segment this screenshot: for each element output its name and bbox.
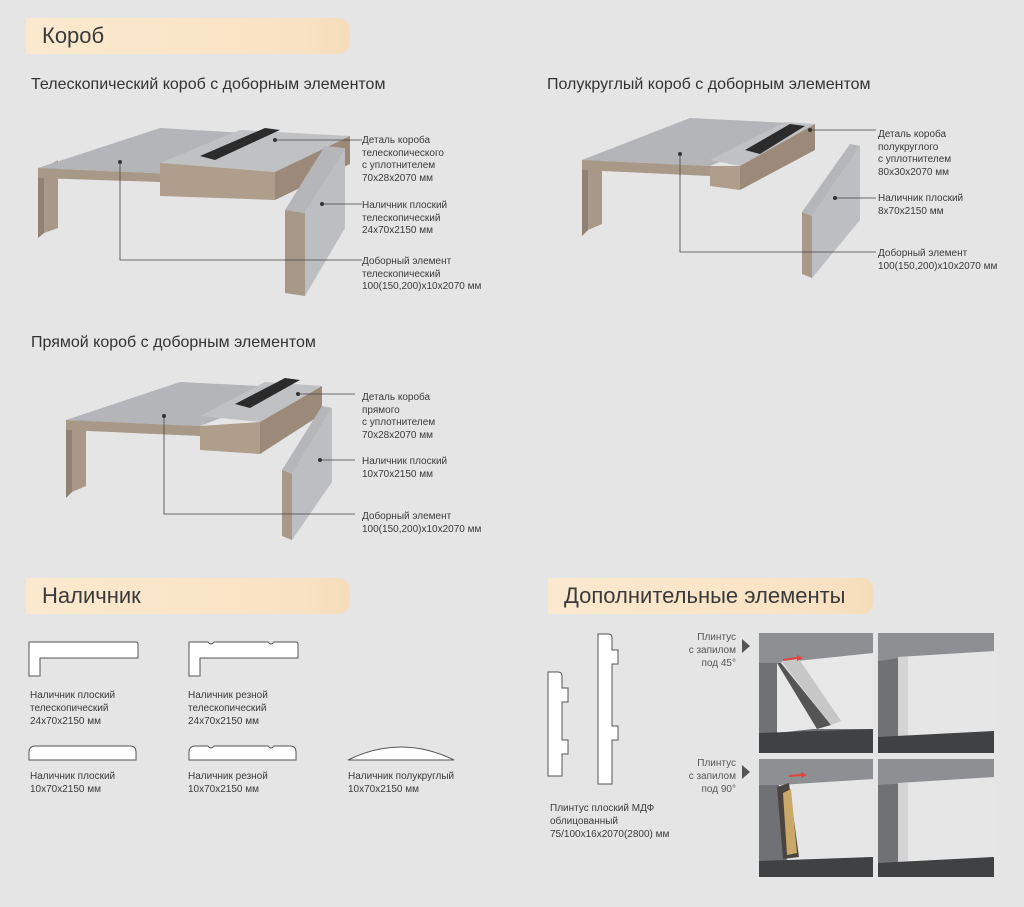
casing-caption-3: Наличник плоский 10x70x2150 мм xyxy=(30,771,116,795)
casing-caption-2: Наличник резной телескопический 24x70x21… xyxy=(188,690,268,727)
casing-profile-semicircle xyxy=(347,746,455,761)
semicircle-label-extension: Доборный элемент 100(150,200)x10x2070 мм xyxy=(878,248,998,272)
plinth-cut90-label: Плинтус с запилом под 90° xyxy=(688,758,736,795)
telescopic-title: Телескопический короб с доборным элемент… xyxy=(31,76,386,93)
pointer-triangle-icon xyxy=(742,639,750,653)
photo-cut45-open xyxy=(759,633,873,753)
casing-profile-flat xyxy=(28,745,137,761)
casing-caption-1: Наличник плоский телескопический 24x70x2… xyxy=(30,690,116,727)
casing-profile-carved-telescopic xyxy=(188,641,299,677)
plinth-profile-100 xyxy=(597,633,619,785)
semicircle-label-box: Деталь короба полукруглого с уплотнителе… xyxy=(878,129,952,178)
semicircle-frame-illustration xyxy=(582,118,876,278)
section-title-dop: Дополнительные элементы xyxy=(564,583,846,608)
photo-cut90-open xyxy=(759,759,873,877)
telescopic-label-box: Деталь короба телескопического с уплотни… xyxy=(362,135,444,184)
straight-label-extension: Доборный элемент 100(150,200)x10x2070 мм xyxy=(362,511,482,535)
casing-caption-5: Наличник полукруглый 10x70x2150 мм xyxy=(348,771,455,795)
section-title-nalichnik: Наличник xyxy=(42,583,141,608)
semicircle-title: Полукруглый короб с доборным элементом xyxy=(547,76,871,93)
straight-frame-illustration xyxy=(66,378,355,540)
telescopic-frame-illustration xyxy=(38,128,362,296)
straight-label-box: Деталь короба прямого с уплотнителем 70x… xyxy=(362,392,436,441)
straight-title: Прямой короб с доборным элементом xyxy=(31,334,316,351)
photo-cut90-joined xyxy=(878,759,994,877)
photo-cut45-joined xyxy=(878,633,994,753)
casing-profile-flat-telescopic xyxy=(28,641,139,677)
pointer-triangle-icon xyxy=(742,765,750,779)
straight-label-casing: Наличник плоский 10x70x2150 мм xyxy=(362,456,448,480)
section-tab-korob: Короб xyxy=(26,18,350,54)
plinth-cut45-label: Плинтус с запилом под 45° xyxy=(688,632,736,669)
section-tab-nalichnik: Наличник xyxy=(26,578,350,614)
telescopic-label-extension: Доборный элемент телескопический 100(150… xyxy=(362,256,482,292)
casing-profile-carved xyxy=(188,745,297,761)
section-title-korob: Короб xyxy=(42,23,105,48)
casing-caption-4: Наличник резной 10x70x2150 мм xyxy=(188,771,268,795)
plinth-caption: Плинтус плоский МДФ облицованный 75/100x… xyxy=(550,803,670,840)
telescopic-label-casing: Наличник плоский телескопический 24x70x2… xyxy=(362,200,448,236)
semicircle-label-casing: Наличник плоский 8x70x2150 мм xyxy=(878,193,964,217)
plinth-profile-75 xyxy=(547,671,569,777)
section-tab-dop: Дополнительные элементы xyxy=(548,578,874,614)
